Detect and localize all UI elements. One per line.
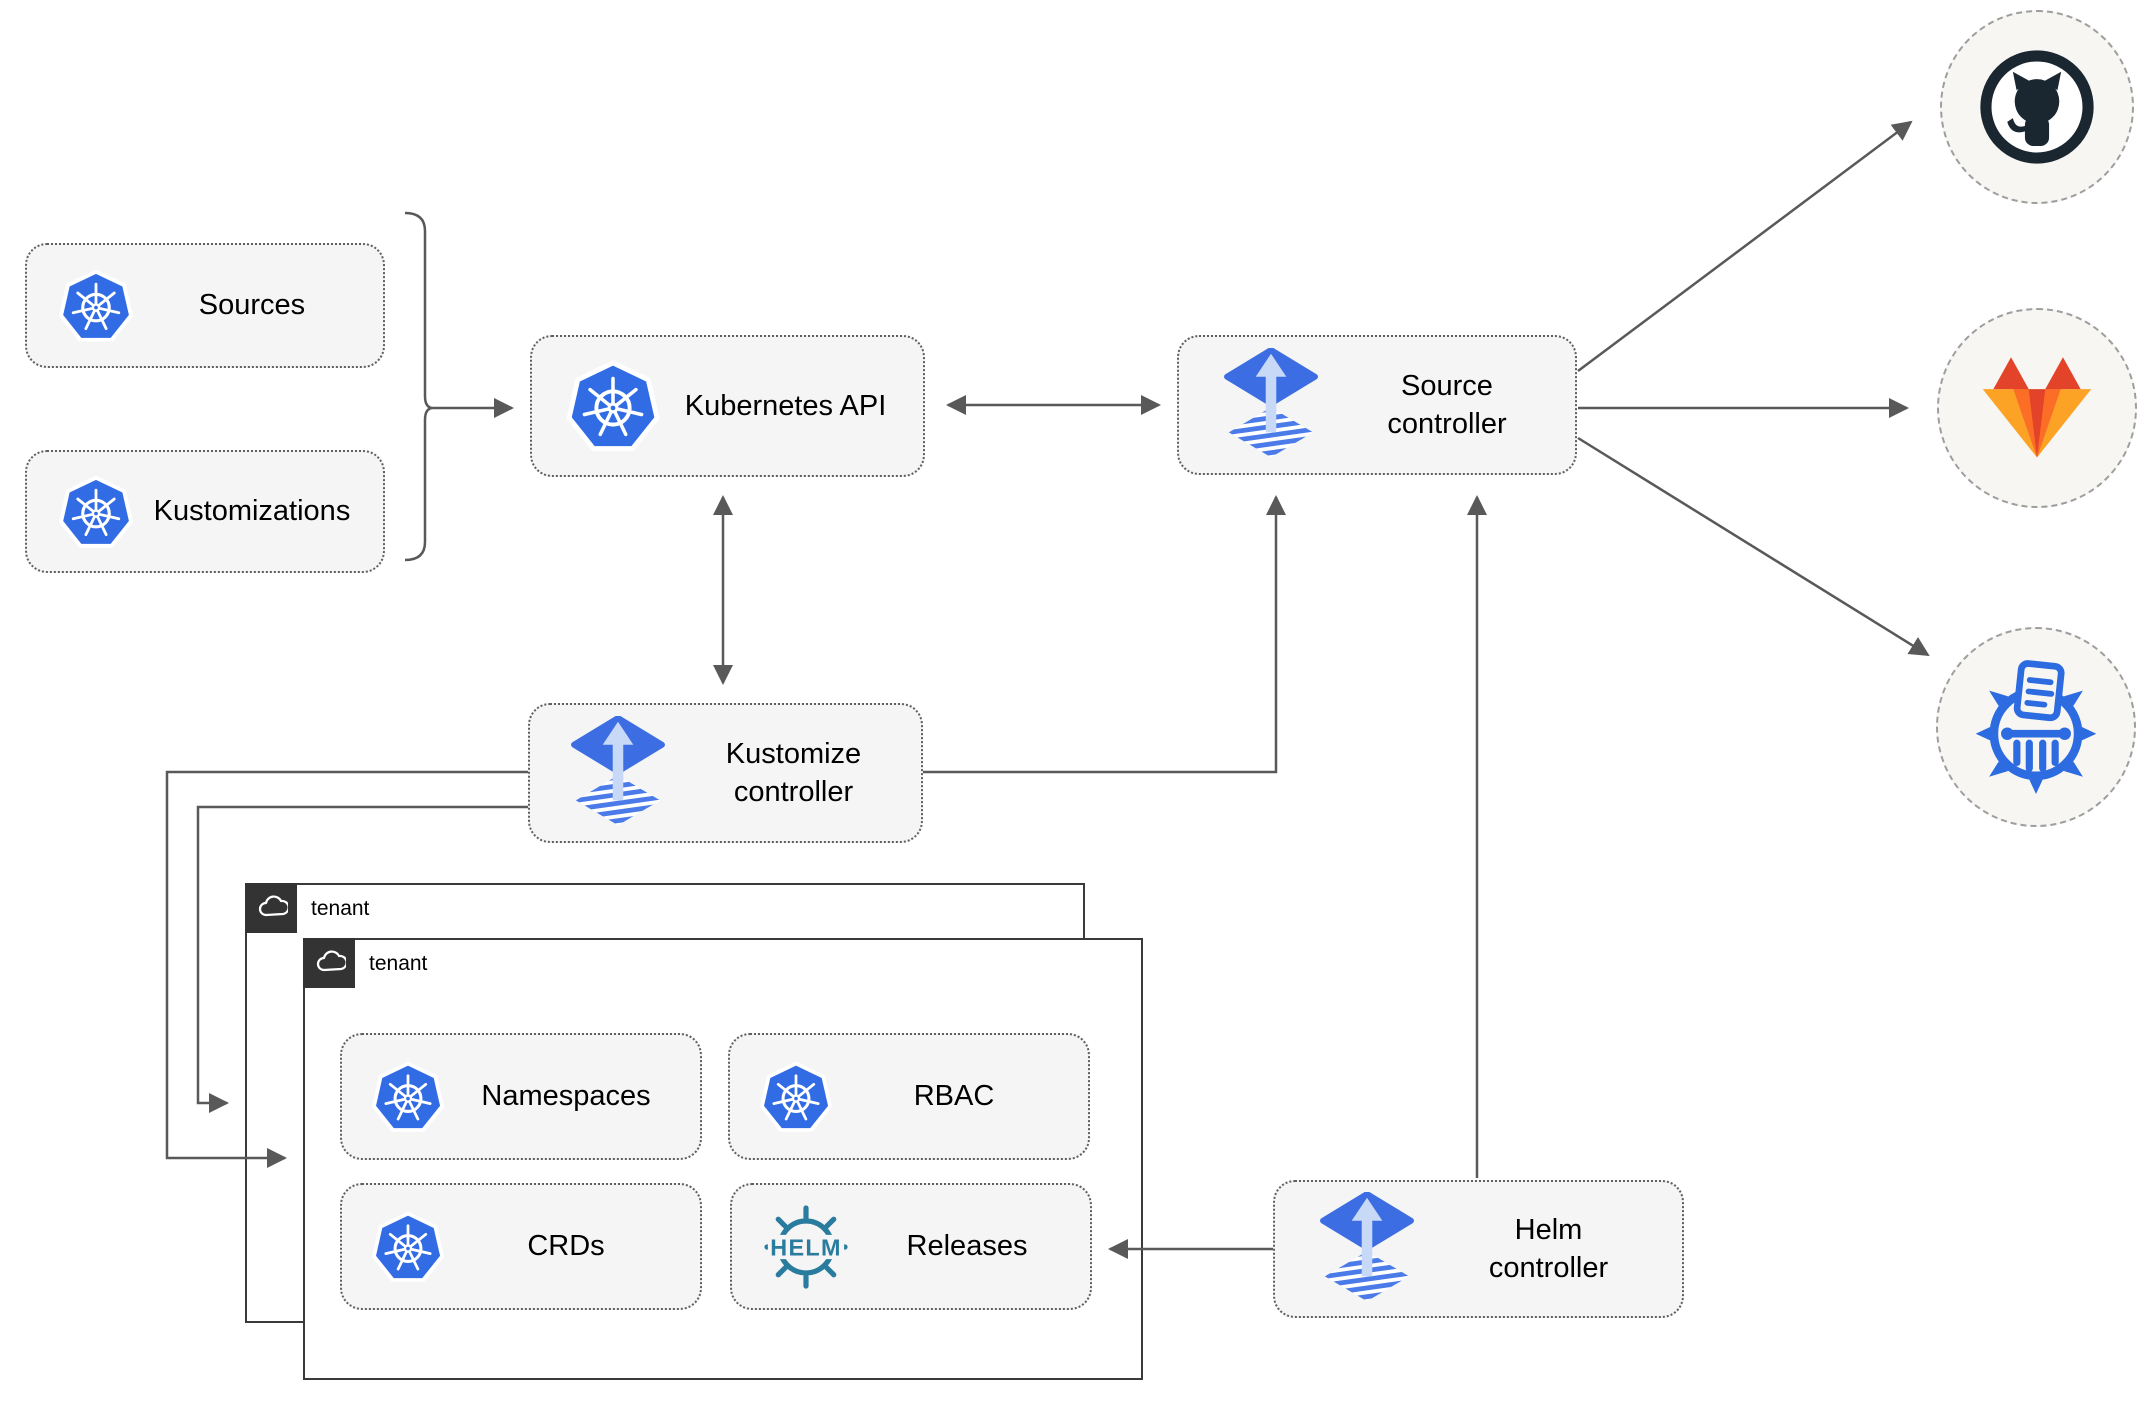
node-kubernetes-api: Kubernetes API: [530, 335, 925, 477]
node-label: Kustomizations: [153, 495, 351, 528]
node-label: RBAC: [913, 1080, 995, 1113]
github-icon: [1972, 42, 2102, 172]
gitlab-provider-circle: [1937, 308, 2137, 508]
node-label: CRDs: [527, 1230, 605, 1263]
kubernetes-icon: [758, 1059, 834, 1135]
kubernetes-icon: [57, 267, 135, 345]
arrow-kustomize-to-source-controller: [923, 495, 1286, 774]
kubernetes-icon: [370, 1059, 446, 1135]
kubernetes-icon: [564, 357, 662, 455]
gitlab-icon: [1978, 353, 2096, 463]
node-label: Kustomize controller: [725, 737, 862, 808]
chartmuseum-provider-circle: [1936, 627, 2136, 827]
kubernetes-icon: [370, 1209, 446, 1285]
node-label: Source controller: [1387, 369, 1507, 440]
chartmuseum-icon: [1969, 657, 2103, 797]
kubernetes-icon: [57, 473, 135, 551]
helm-logo-text: HELM: [770, 1234, 841, 1260]
node-label: Sources: [198, 289, 306, 322]
flux-icon: [1319, 1192, 1415, 1307]
node-helm-controller: Helm controller: [1273, 1180, 1684, 1318]
node-namespaces: Namespaces: [340, 1033, 702, 1160]
node-kustomizations: Kustomizations: [25, 450, 385, 573]
flux-icon: [1223, 348, 1319, 463]
node-label: Namespaces: [481, 1080, 651, 1113]
github-provider-circle: [1940, 10, 2134, 204]
node-kustomize-controller: Kustomize controller: [528, 703, 923, 843]
node-rbac: RBAC: [728, 1033, 1090, 1160]
brace-sources-kustomizations: [404, 211, 434, 562]
node-sources: Sources: [25, 243, 385, 368]
tenant-label: tenant: [369, 952, 428, 975]
node-source-controller: Source controller: [1177, 335, 1577, 475]
node-label: Kubernetes API: [684, 389, 887, 422]
node-label: Releases: [906, 1230, 1028, 1263]
helm-icon: HELM: [754, 1195, 858, 1299]
tenant-label: tenant: [311, 897, 370, 920]
cloud-icon: [245, 883, 297, 933]
node-crds: CRDs: [340, 1183, 702, 1310]
node-releases: HELM Releases: [730, 1183, 1092, 1310]
flux-icon: [570, 716, 666, 831]
tenant-box-inner: tenant Namespaces RBAC CRDs: [303, 938, 1143, 1380]
arrow-source-to-github: [1577, 120, 1913, 373]
cloud-icon: [303, 938, 355, 988]
arrow-source-to-chartmuseum: [1577, 436, 1930, 657]
node-label: Helm controller: [1488, 1213, 1609, 1284]
